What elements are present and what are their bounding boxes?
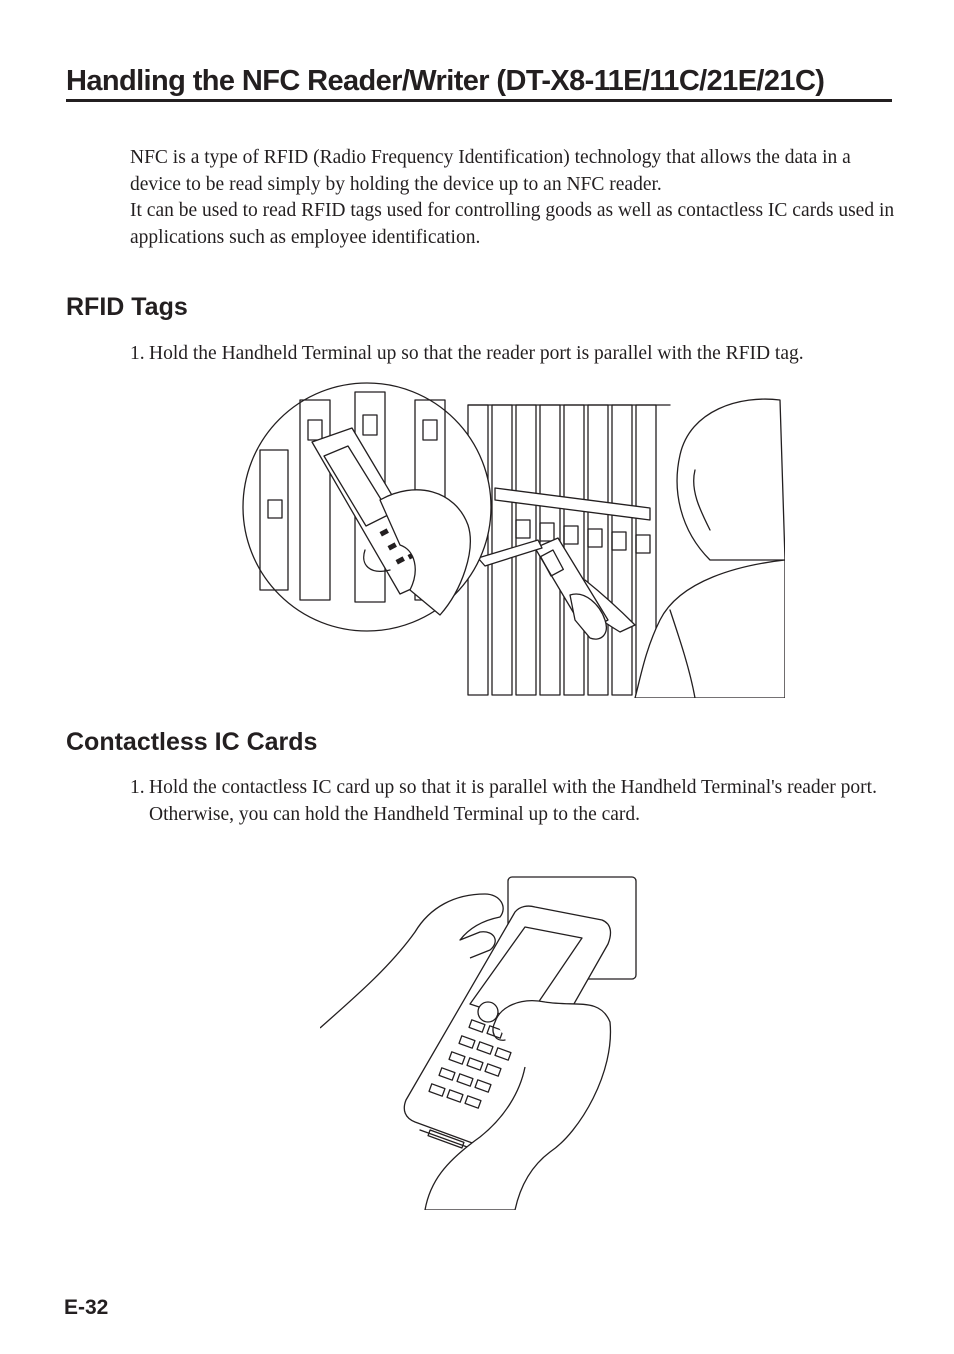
thumb-graphic (492, 1021, 506, 1041)
rfid-step-1: 1. Hold the Handheld Terminal up so that… (130, 341, 910, 368)
step-text: Hold the Handheld Terminal up so that th… (149, 343, 804, 364)
ic-card-step-1: 1. Hold the contactless IC card up so th… (130, 775, 910, 828)
section-heading-contactless-ic-cards: Contactless IC Cards (66, 728, 318, 756)
intro-paragraph: It can be used to read RFID tags used fo… (130, 200, 895, 248)
left-hand-graphic (320, 893, 504, 1029)
rfid-tag-reading-illustration (242, 382, 785, 698)
section-heading-rfid-tags: RFID Tags (66, 293, 188, 321)
step-text: Hold the contactless IC card up so that … (149, 777, 877, 798)
right-hand-graphic (424, 1000, 612, 1210)
step-number: 1. (130, 343, 145, 364)
handheld-terminal-small-graphic (534, 537, 609, 640)
shelf-rack-graphic (467, 404, 671, 696)
intro-paragraph: NFC is a type of RFID (Radio Frequency I… (130, 147, 851, 195)
page-title: Handling the NFC Reader/Writer (DT-X8-11… (66, 65, 825, 97)
step-text: Otherwise, you can hold the Handheld Ter… (149, 803, 641, 825)
callout-pointer (477, 539, 543, 567)
magnified-view-graphic (242, 382, 492, 632)
intro-text: NFC is a type of RFID (Radio Frequency I… (130, 145, 900, 251)
person-graphic (569, 398, 785, 698)
page-number: E-32 (64, 1296, 109, 1319)
title-rule (66, 99, 892, 102)
step-number: 1. (130, 777, 145, 798)
ic-card-reading-illustration (320, 876, 637, 1210)
